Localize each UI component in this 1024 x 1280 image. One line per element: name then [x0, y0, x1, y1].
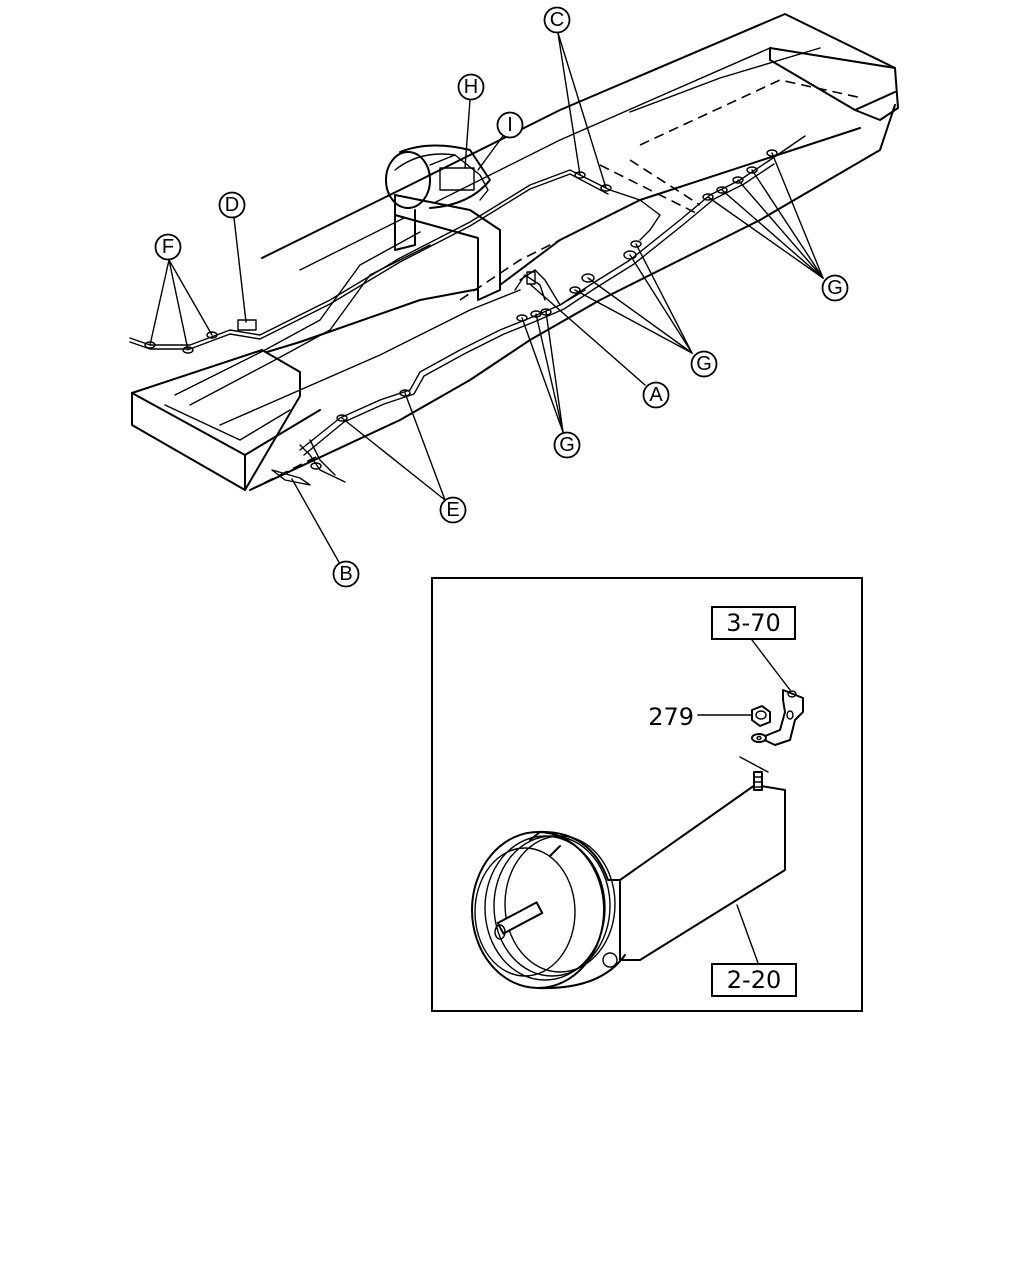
svg-text:3-70: 3-70 — [726, 609, 780, 637]
svg-text:G: G — [696, 353, 712, 375]
svg-text:C: C — [550, 9, 564, 31]
callout-C: C — [543, 6, 571, 34]
bracket — [759, 689, 804, 746]
nut-279 — [751, 705, 771, 743]
callout-H: H — [457, 73, 485, 101]
callout-D: D — [218, 191, 246, 219]
svg-text:E: E — [446, 499, 459, 521]
brake-booster — [471, 784, 786, 990]
svg-text:G: G — [827, 277, 843, 299]
ref-box-top: 3-70 — [711, 606, 796, 640]
ref-box-bottom: 2-20 — [711, 963, 797, 997]
leader-lines — [149, 32, 824, 565]
svg-text:B: B — [339, 563, 352, 585]
svg-text:F: F — [162, 236, 174, 258]
callout-F: F — [154, 233, 182, 261]
callout-G-middle: G — [690, 350, 718, 378]
chassis-frame — [131, 13, 899, 491]
svg-text:A: A — [649, 384, 663, 406]
mounting-stud — [739, 756, 769, 791]
part-number-label: 279 — [648, 703, 694, 731]
callout-E: E — [439, 496, 467, 524]
callout-G-bottom: G — [553, 431, 581, 459]
svg-text:I: I — [507, 114, 513, 136]
callout-A: A — [642, 381, 670, 409]
svg-text:D: D — [225, 194, 239, 216]
svg-text:G: G — [559, 434, 575, 456]
callout-G-right: G — [821, 274, 849, 302]
svg-text:H: H — [464, 76, 478, 98]
callout-I: I — [496, 111, 524, 139]
callout-B: B — [332, 560, 360, 588]
inset-detail: 3-70 2-20 279 — [431, 577, 863, 1012]
svg-text:2-20: 2-20 — [727, 966, 781, 994]
